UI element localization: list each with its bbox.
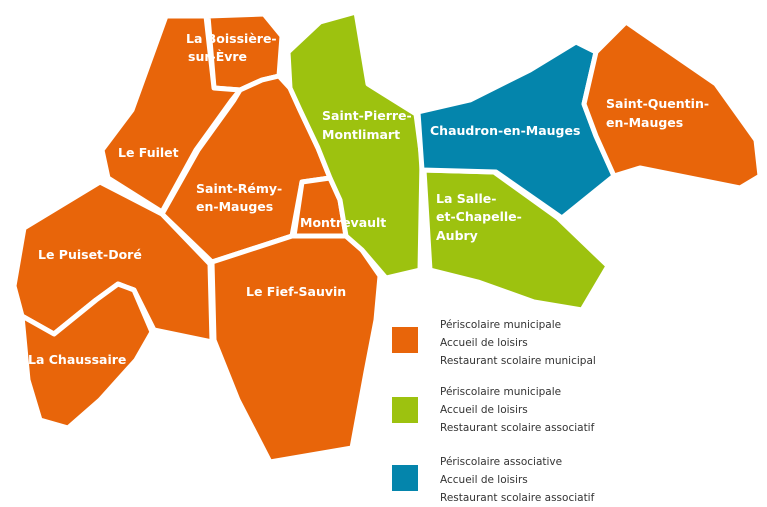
legend-swatch-blue (392, 465, 418, 491)
label-la-salle: La Salle- et-Chapelle- Aubry (436, 191, 526, 243)
label-la-chaussaire: La Chaussaire (28, 352, 126, 367)
label-le-fief-sauvin: Le Fief-Sauvin (246, 284, 346, 299)
label-saint-quentin: Saint-Quentin- en-Mauges (606, 96, 713, 130)
label-saint-remy: Saint-Rémy- en-Mauges (196, 181, 287, 214)
legend-line: Périscolaire associative (440, 456, 563, 468)
map-legend: Périscolaire municipale Accueil de loisi… (392, 316, 762, 504)
commune-saint-quentin-en-mauges[interactable] (581, 19, 763, 191)
legend-text: Périscolaire municipale Accueil de loisi… (440, 383, 594, 437)
commune-le-fief-sauvin[interactable] (209, 233, 383, 465)
legend-line: Accueil de loisirs (440, 337, 528, 349)
legend-line: Accueil de loisirs (440, 404, 528, 416)
label-chaudron: Chaudron-en-Mauges (430, 123, 580, 138)
legend-text: Périscolaire municipale Accueil de loisi… (440, 316, 596, 370)
legend-line: Restaurant scolaire municipal (440, 355, 596, 367)
legend-swatch-green (392, 397, 418, 423)
label-le-fuilet: Le Fuilet (118, 145, 179, 160)
legend-line: Restaurant scolaire associatif (440, 422, 595, 434)
label-la-boissiere: La Boissière- sur-Èvre (186, 31, 281, 64)
legend-line: Périscolaire municipale (440, 319, 562, 331)
commune-saint-pierre-montlimart[interactable] (285, 9, 425, 281)
label-saint-pierre: Saint-Pierre- Montlimart (322, 108, 416, 142)
legend-line: Accueil de loisirs (440, 474, 528, 486)
legend-text: Périscolaire associative Accueil de lois… (440, 453, 594, 507)
label-le-puiset-dore: Le Puiset-Doré (38, 247, 142, 262)
legend-line: Restaurant scolaire associatif (440, 492, 595, 504)
label-montrevault: Montrevault (300, 215, 386, 230)
legend-line: Périscolaire municipale (440, 386, 562, 398)
commune-la-chaussaire[interactable] (19, 281, 155, 431)
legend-swatch-orange (392, 327, 418, 353)
